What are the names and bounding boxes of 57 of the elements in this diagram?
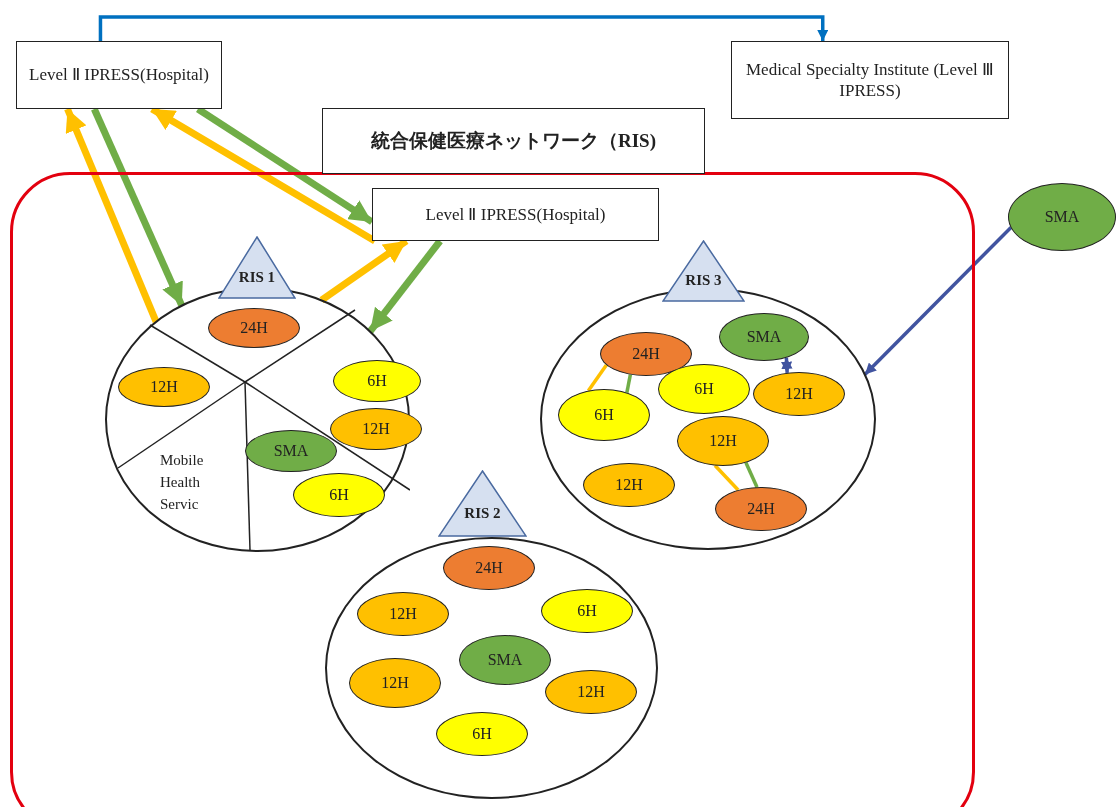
facility-ellipse [719,313,809,361]
node-label: 12H [577,683,605,701]
arrow [863,226,1013,376]
node-label: Level Ⅱ IPRESS(Hospital) [29,64,209,86]
node-label: 6H [594,406,614,424]
district-label: RIS 2 [463,504,502,522]
node-label: 12H [389,605,417,623]
arrow [781,357,793,373]
hospital-box [372,188,659,241]
facility-ellipse [715,487,807,531]
node-label: SMA [273,442,309,460]
facility-ellipse [600,332,692,376]
node-label: 6H [329,486,349,504]
node-label: 24H [747,500,775,518]
node-label: SMA [746,328,782,346]
arrow [319,238,409,303]
arrow [196,106,374,225]
node-label: SMA [487,651,523,669]
connector-line [713,464,740,492]
arrow [150,106,377,244]
node-label: 12H [615,476,643,494]
arrow [98,15,829,41]
node-label: 12H [709,432,737,450]
node-label: 12H [362,420,390,438]
facility-ellipse [245,430,337,472]
node-label: 6H [472,725,492,743]
facility-ellipse [118,367,210,407]
connector-line [625,374,633,393]
node-label: 12H [150,378,178,396]
facility-ellipse [208,308,300,348]
facility-ellipse [293,473,385,517]
facility-ellipse [330,408,422,450]
node-label: 6H [694,380,714,398]
node-label: 24H [240,319,268,337]
facility-ellipse [357,592,449,636]
node-label: 24H [475,559,503,577]
node-label: 24H [632,345,660,363]
connector-line [744,461,759,488]
district-label: RIS 1 [237,268,277,286]
arrow [367,238,443,334]
node-label: 6H [577,602,597,620]
node-label: Level Ⅱ IPRESS(Hospital) [425,203,606,226]
district-label: RIS 3 [684,272,723,290]
institute-box [731,41,1009,119]
node-label: 12H [381,674,409,692]
facility-ellipse [583,463,675,507]
connector-line [586,363,608,392]
node-label: SMA [1044,208,1080,226]
facility-ellipse [459,635,551,685]
node-label: Medical Specialty Institute (Level Ⅲ IPRESS) [744,58,995,102]
facility-ellipse [541,589,633,633]
hospital-box [16,41,222,109]
node-label: 12H [785,385,813,403]
facility-ellipse [545,670,637,714]
arrow [64,107,160,323]
network-title: 統合保健医療ネットワーク（RIS) [322,108,705,174]
node-label: 6H [367,372,387,390]
